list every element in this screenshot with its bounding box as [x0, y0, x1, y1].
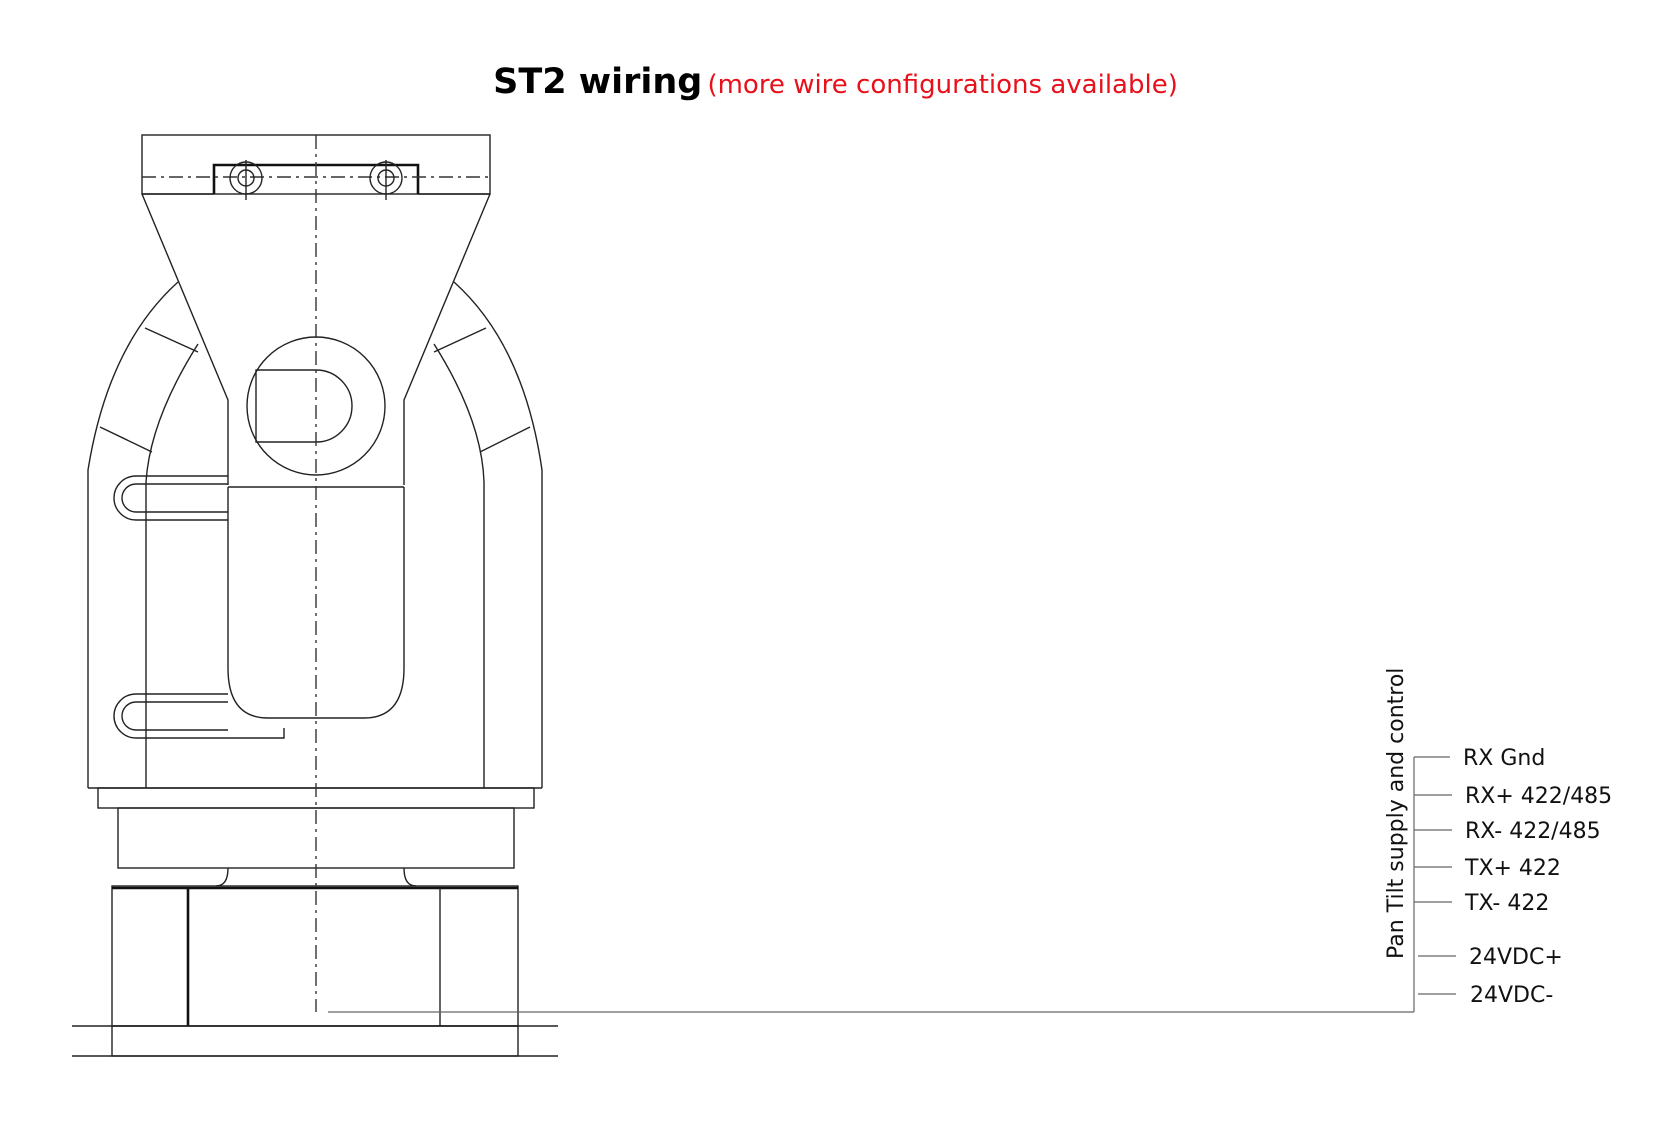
right-tilt-arm [433, 281, 543, 789]
wire-label: TX+ 422 [1464, 856, 1561, 881]
wire-rx-plus: RX+ 422/485 [1414, 784, 1612, 809]
wire-label: 24VDC+ [1469, 945, 1563, 970]
wire-label: RX+ 422/485 [1465, 784, 1612, 809]
title-main: ST2 wiring [493, 62, 703, 102]
wire-rx-gnd: RX Gnd [1414, 746, 1545, 771]
left-tilt-arm [87, 281, 199, 789]
title-note: (more wire configurations available) [707, 70, 1178, 100]
top-mounting-plate [141, 134, 491, 200]
bolt-right-icon [369, 160, 403, 200]
wire-tx-plus: TX+ 422 [1414, 856, 1561, 881]
pan-base [72, 787, 558, 1057]
wire-tx-minus: TX- 422 [1414, 891, 1549, 916]
wire-label: RX- 422/485 [1465, 819, 1601, 844]
diagram-title: ST2 wiring (more wire configurations ava… [0, 62, 1671, 102]
cable-clip-upper-icon [113, 475, 228, 521]
wire-24vdc-plus: 24VDC+ [1418, 945, 1563, 970]
cable-label: Pan Tilt supply and control [1384, 668, 1409, 959]
wire-label: RX Gnd [1463, 746, 1545, 771]
cable-clip-lower-icon [113, 693, 285, 739]
wiring-harness: RX Gnd RX+ 422/485 RX- 422/485 TX+ 422 T… [328, 668, 1612, 1013]
wire-label: TX- 422 [1464, 891, 1549, 916]
bolt-left-icon [229, 160, 263, 200]
wire-label: 24VDC- [1470, 983, 1553, 1008]
yoke-body [146, 487, 484, 789]
wire-rx-minus: RX- 422/485 [1414, 819, 1601, 844]
wire-24vdc-minus: 24VDC- [1418, 983, 1553, 1008]
